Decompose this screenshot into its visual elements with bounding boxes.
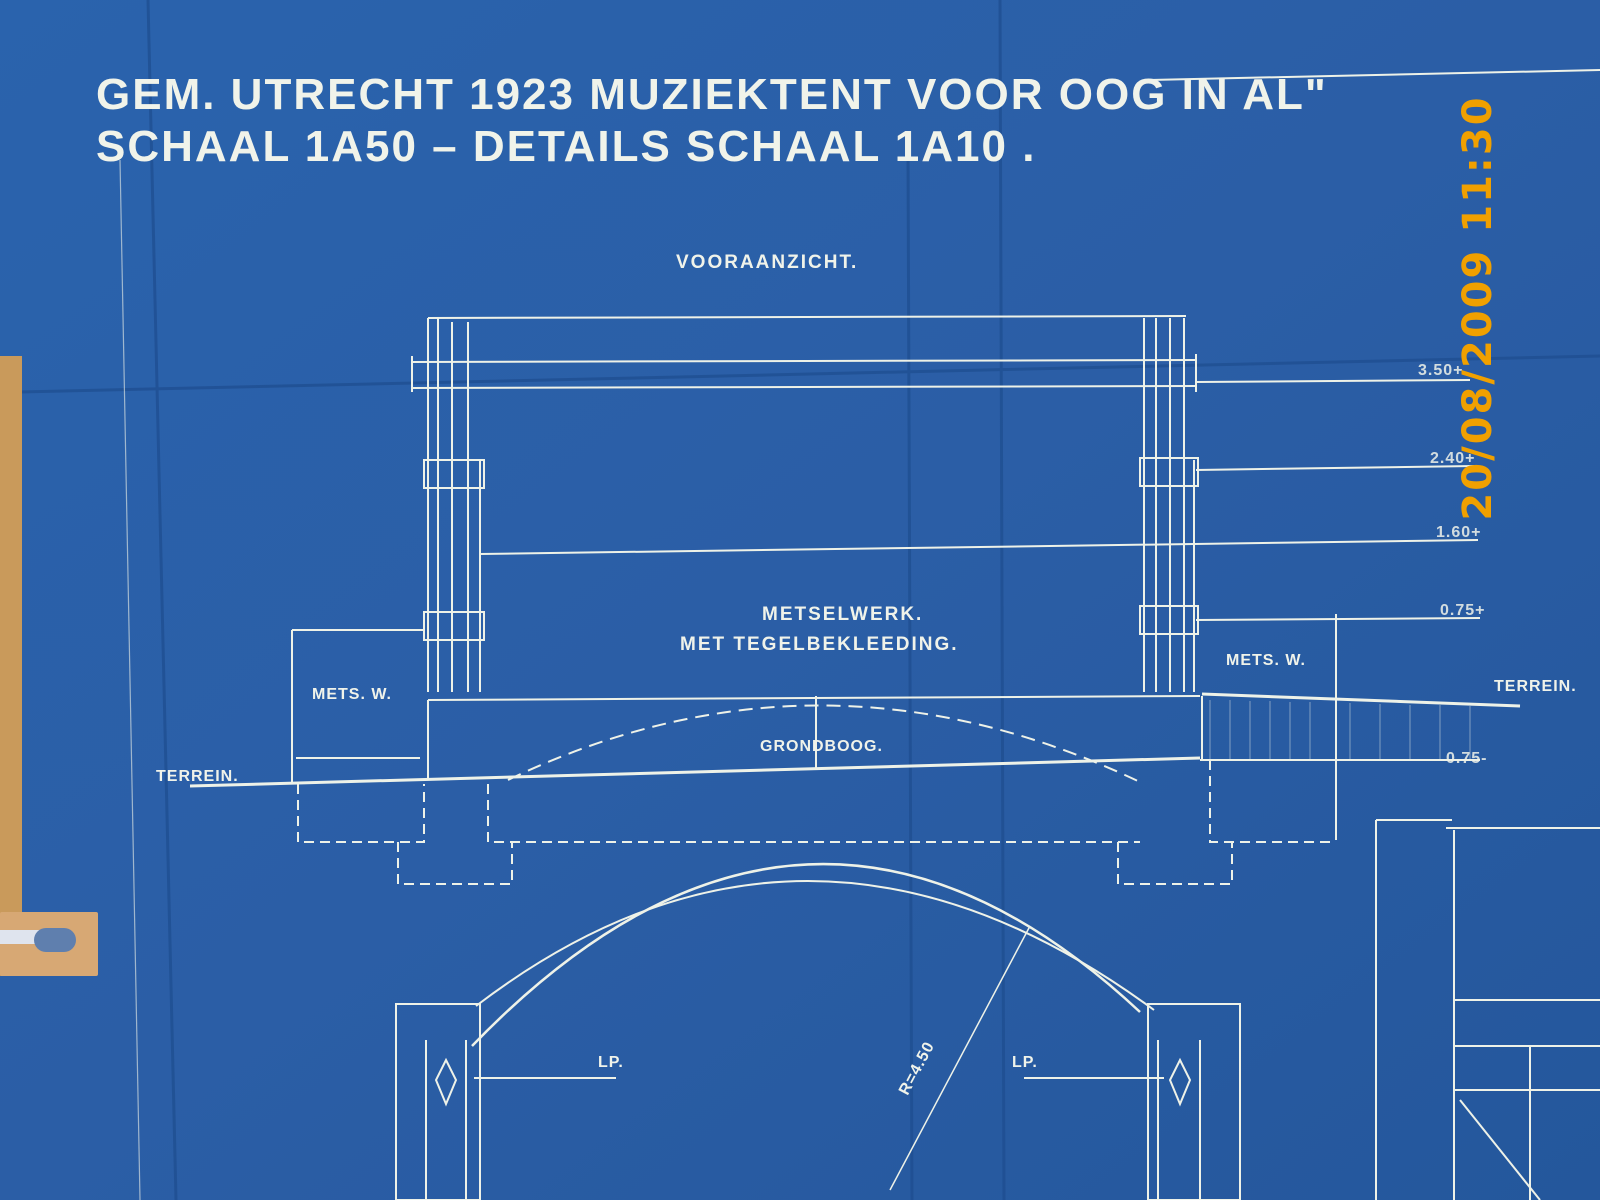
paper-tag [0,912,98,976]
drawing-title-line2: SCHAAL 1A50 – DETAILS SCHAAL 1A10 . [96,122,1037,171]
masonry-label-2: MET TEGELBEKLEEDING. [680,634,959,655]
mets-w-right-label: METS. W. [1226,652,1306,669]
masonry-label-1: METSELWERK. [762,604,924,625]
level-label: 0.75+ [1440,602,1486,619]
elevation-lines [119,69,1600,1200]
terrain-left-label: TERREIN. [156,768,239,785]
drawing-title-line1: GEM. UTRECHT 1923 MUZIEKTENT VOOR OOG IN… [96,70,1328,119]
lp-right-label: LP. [1012,1054,1038,1071]
wooden-frame-edge [0,356,22,976]
mets-w-left-label: METS. W. [312,686,392,703]
tag-hole [34,928,76,952]
view-label: VOORAANZICHT. [676,252,859,273]
level-label: 3.50+ [1418,362,1464,379]
ground-arch-label: GRONDBOOG. [760,738,883,755]
fold-creases [19,0,1600,1200]
lp-left-label: LP. [598,1054,624,1071]
level-label: 2.40+ [1430,450,1476,467]
terrain-right-label: TERREIN. [1494,678,1577,695]
level-label: 0.75- [1446,750,1488,767]
level-label: 1.60+ [1436,524,1482,541]
photo-timestamp: 20/08/2009 11:30 [1455,95,1501,521]
